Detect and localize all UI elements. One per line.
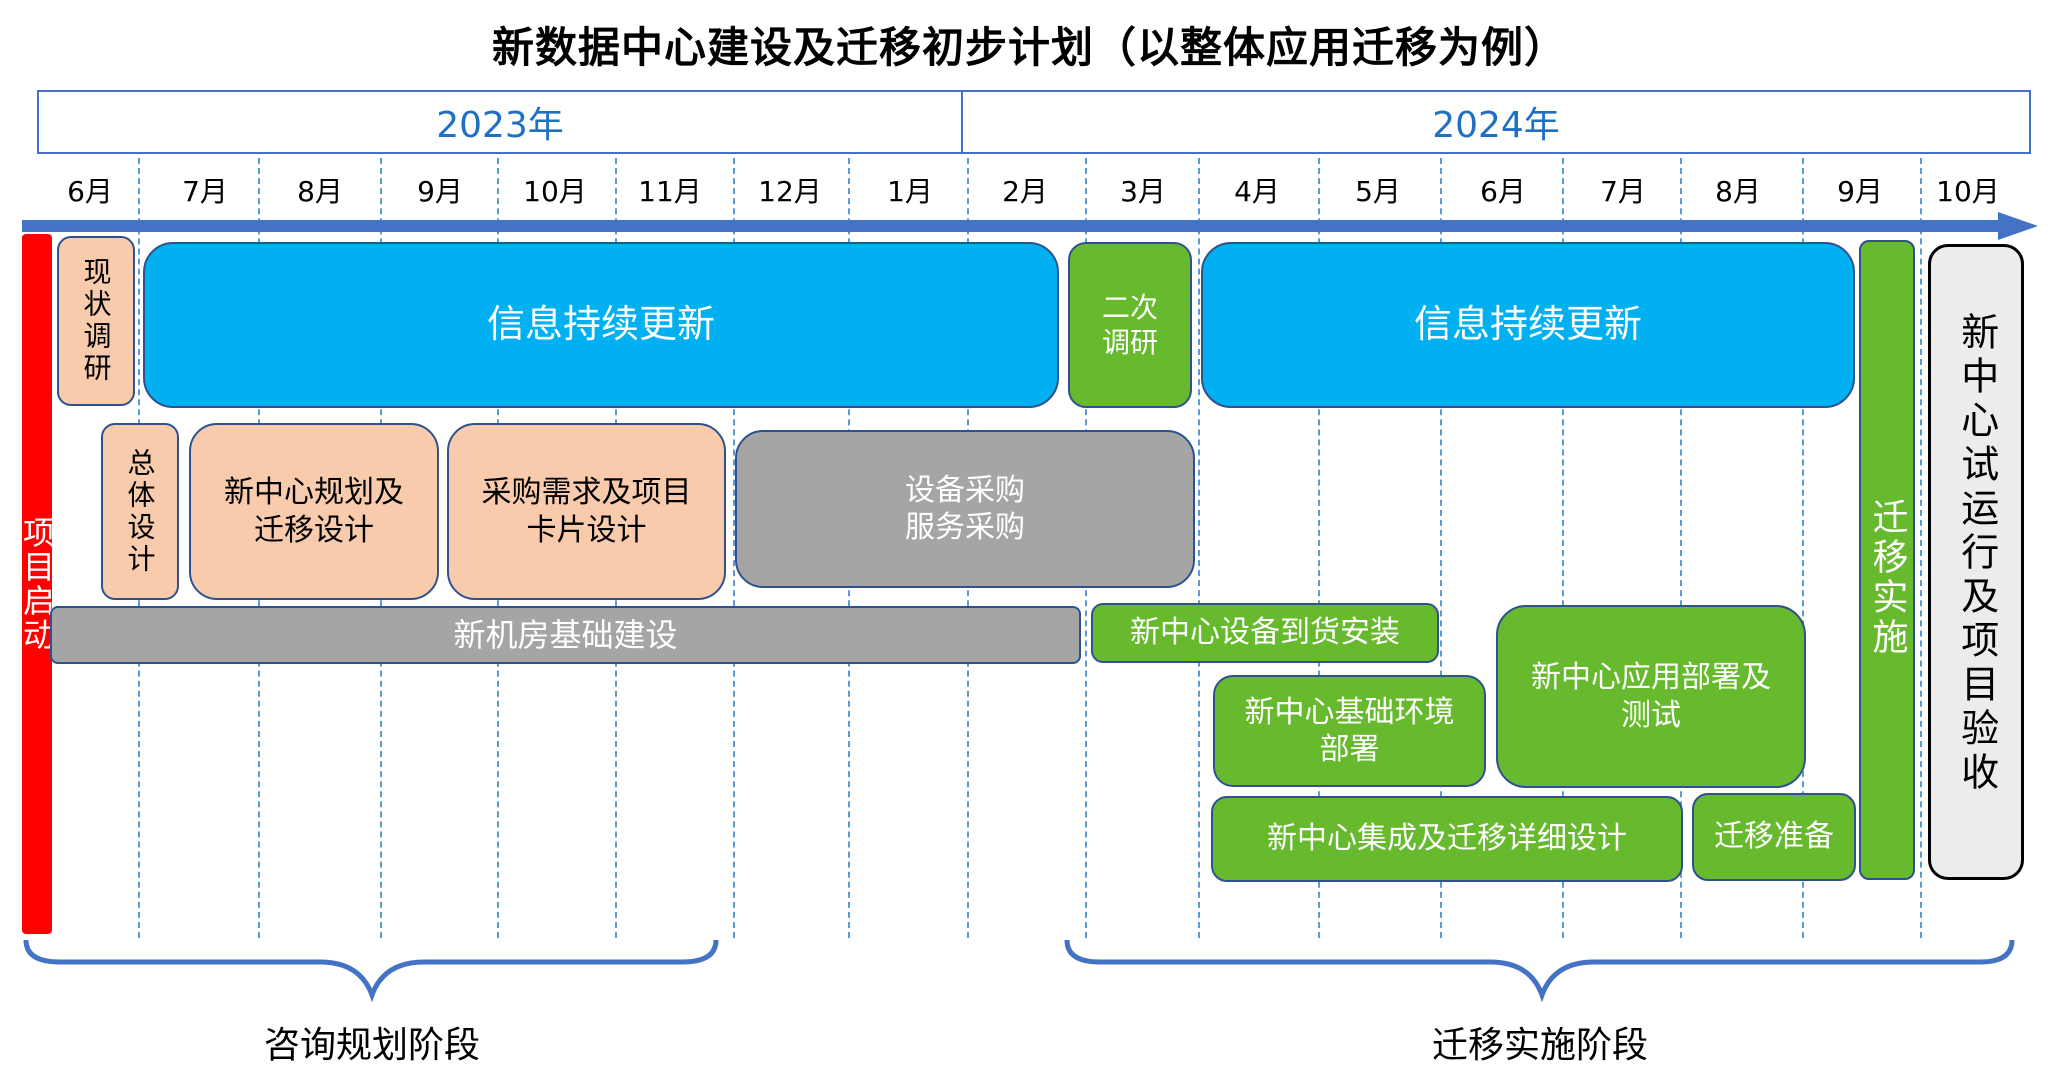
- task-equipment-purchase-line1: 设备采购: [905, 472, 1025, 508]
- month-gridline: [1318, 158, 1320, 938]
- month-gridline: [733, 158, 735, 938]
- task-planning-design-line2: 迁移设计: [254, 512, 374, 548]
- year-2024-header: 2024年: [961, 90, 2031, 154]
- task-second-survey: 二次调研: [1068, 242, 1192, 408]
- task-room-construction: 新机房基础建设: [50, 606, 1081, 664]
- task-overall-design: 总体设计: [101, 423, 179, 600]
- task-procurement-req: 采购需求及项目 卡片设计: [447, 423, 726, 600]
- month-label: 11月: [638, 175, 702, 208]
- task-trial-acceptance: 新中心试运行及项目验收: [1928, 244, 2024, 880]
- milestone-label: 项目启动: [18, 516, 56, 652]
- month-gridline: [1440, 158, 1442, 938]
- month-label: 9月: [417, 175, 463, 208]
- task-app-deploy: 新中心应用部署及 测试: [1496, 605, 1806, 788]
- task-base-env-line1: 新中心基础环境: [1244, 694, 1455, 730]
- task-migration-prep: 迁移准备: [1692, 793, 1856, 881]
- month-label: 5月: [1355, 175, 1401, 208]
- task-info-update-2: 信息持续更新: [1201, 242, 1855, 408]
- timeline-arrow-icon: [1998, 212, 2038, 240]
- month-label: 2月: [1002, 175, 1048, 208]
- month-label: 4月: [1234, 175, 1280, 208]
- month-label: 7月: [182, 175, 228, 208]
- migration-phase-brace: [1064, 939, 2015, 1003]
- month-label: 10月: [523, 175, 587, 208]
- task-migration-exec-label: 迁移实施: [1866, 498, 1908, 658]
- task-planning-design: 新中心规划及 迁移设计: [189, 423, 439, 600]
- timeline-axis: [22, 220, 2002, 232]
- year-2023-header: 2023年: [37, 90, 963, 154]
- task-base-env: 新中心基础环境 部署: [1213, 675, 1486, 787]
- task-survey: 现状调研: [57, 236, 135, 406]
- month-label: 6月: [67, 175, 113, 208]
- task-detail-design: 新中心集成及迁移详细设计: [1211, 796, 1683, 882]
- month-gridline: [1802, 158, 1804, 938]
- page-title: 新数据中心建设及迁移初步计划（以整体应用迁移为例）: [491, 23, 1567, 72]
- task-migration-exec: 迁移实施: [1859, 240, 1915, 880]
- task-app-deploy-line2: 测试: [1621, 697, 1681, 733]
- consulting-phase-brace: [23, 939, 719, 1003]
- task-equipment-purchase-line2: 服务采购: [905, 510, 1025, 545]
- phase-label-consulting: 咨询规划阶段: [263, 1025, 480, 1066]
- month-label: 9月: [1837, 175, 1883, 208]
- month-label: 6月: [1480, 175, 1526, 208]
- month-gridline: [1680, 158, 1682, 938]
- milestone-project-kickoff: 项目启动: [18, 234, 56, 934]
- task-equipment-install: 新中心设备到货安装: [1091, 603, 1439, 663]
- task-planning-design-line1: 新中心规划及: [224, 475, 404, 510]
- month-label: 10月: [1936, 175, 2000, 208]
- month-label: 1月: [887, 175, 933, 208]
- month-label: 7月: [1600, 175, 1646, 208]
- task-second-survey-label: 二次调研: [1101, 291, 1158, 359]
- task-survey-label: 现状调研: [79, 257, 113, 385]
- month-label: 12月: [758, 175, 822, 208]
- task-procurement-req-line2: 卡片设计: [526, 512, 647, 548]
- month-label: 8月: [1715, 175, 1761, 208]
- month-label: 3月: [1120, 175, 1166, 208]
- task-base-env-line2: 部署: [1319, 732, 1380, 767]
- month-gridline: [1198, 158, 1200, 938]
- task-overall-design-label: 总体设计: [123, 447, 157, 576]
- task-equipment-purchase: 设备采购 服务采购: [735, 430, 1195, 588]
- month-label: 8月: [297, 175, 343, 208]
- task-info-update-1: 信息持续更新: [143, 242, 1059, 408]
- task-procurement-req-line1: 采购需求及项目: [481, 475, 692, 510]
- month-gridline: [1920, 158, 1922, 938]
- task-trial-acceptance-label: 新中心试运行及项目验收: [1954, 312, 1999, 796]
- month-gridline: [1562, 158, 1564, 938]
- phase-label-migration: 迁移实施阶段: [1431, 1025, 1648, 1066]
- task-app-deploy-line1: 新中心应用部署及: [1531, 660, 1771, 695]
